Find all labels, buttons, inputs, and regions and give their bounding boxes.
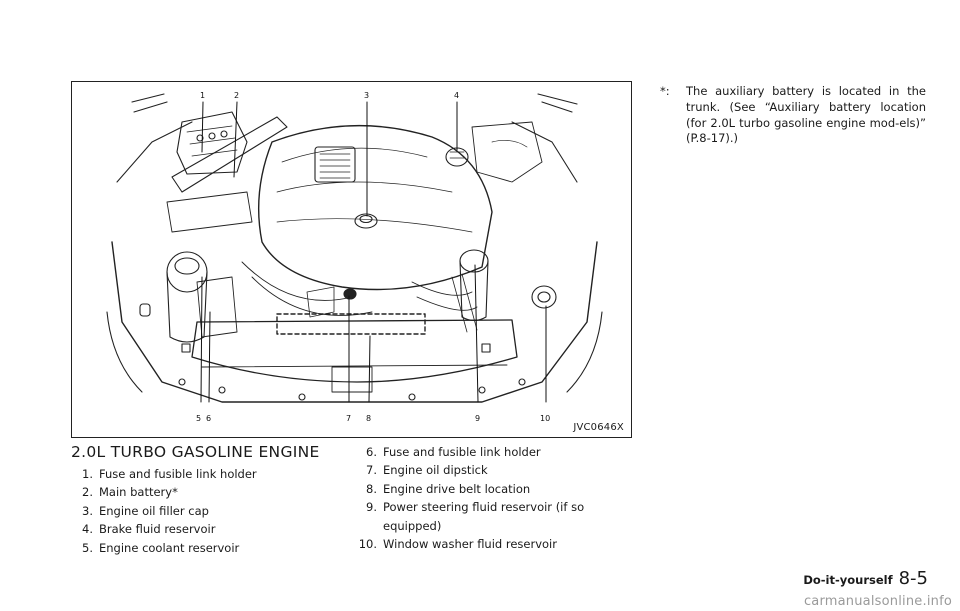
item-number: 4. bbox=[82, 522, 93, 537]
item-number: 6. bbox=[366, 445, 377, 459]
callout-8: 8 bbox=[366, 414, 371, 423]
callout-9: 9 bbox=[475, 414, 480, 423]
list-item: 6. Fuse and fusible link holder bbox=[351, 443, 584, 461]
callout-6: 6 bbox=[206, 414, 211, 423]
component-list-right: 6. Fuse and fusible link holder 7. Engine … bbox=[351, 443, 584, 553]
item-number: 9. bbox=[366, 500, 377, 515]
callout-4: 4 bbox=[454, 91, 459, 100]
item-text-continued: equipped) bbox=[383, 518, 442, 533]
callout-2: 2 bbox=[234, 91, 239, 100]
footer-section-name: Do-it-yourself bbox=[803, 573, 893, 587]
callout-10: 10 bbox=[540, 414, 550, 423]
item-number: 10. bbox=[358, 537, 377, 552]
item-number: 3. bbox=[82, 503, 93, 518]
callout-labels: 1 2 3 4 5 6 7 8 9 10 bbox=[196, 91, 550, 423]
footnote: *: The auxiliary battery is located in t… bbox=[660, 84, 926, 147]
figure-code: JVC0646X bbox=[573, 422, 624, 433]
callout-1: 1 bbox=[200, 91, 205, 100]
page-number: 8-5 bbox=[898, 568, 928, 589]
callout-3: 3 bbox=[364, 91, 369, 100]
list-item: 10. Window washer fluid reservoir bbox=[351, 535, 584, 553]
item-text: Fuse and fusible link holder bbox=[99, 467, 257, 481]
item-number: 1. bbox=[82, 467, 93, 481]
item-text: Engine oil filler cap bbox=[99, 503, 209, 518]
footnote-mark: *: bbox=[660, 84, 670, 98]
list-item: 8. Engine drive belt location bbox=[351, 480, 584, 498]
section-title: 2.0L TURBO GASOLINE ENGINE bbox=[71, 443, 320, 461]
item-text: Main battery* bbox=[99, 485, 178, 500]
item-number: 8. bbox=[366, 481, 377, 496]
item-text: Engine drive belt location bbox=[383, 481, 531, 496]
watermark: carmanualsonline.info bbox=[803, 594, 952, 609]
item-number: 7. bbox=[366, 463, 377, 478]
item-number: 2. bbox=[82, 485, 93, 500]
page-footer: Do-it-yourself 8-5 bbox=[803, 568, 928, 589]
list-item: 3. Engine oil filler cap bbox=[71, 502, 257, 520]
list-item: 2. Main battery* bbox=[71, 483, 257, 501]
list-item: 7. Engine oil dipstick bbox=[351, 461, 584, 479]
list-item: 1. Fuse and fusible link holder bbox=[71, 465, 257, 483]
callout-5: 5 bbox=[196, 414, 201, 423]
item-number: 5. bbox=[82, 540, 93, 555]
list-item: 9. Power steering fluid reservoir (if so e… bbox=[351, 498, 584, 535]
component-list-left: 1. Fuse and fusible link holder 2. Main ba… bbox=[71, 465, 257, 557]
item-text: Engine oil dipstick bbox=[383, 463, 488, 478]
callout-7: 7 bbox=[346, 414, 351, 423]
engine-compartment-figure: 1 2 3 4 5 6 7 8 9 10 JVC0646X bbox=[71, 81, 632, 438]
list-item: 5. Engine coolant reservoir bbox=[71, 539, 257, 557]
item-text: Power steering fluid reservoir (if so bbox=[383, 500, 585, 515]
item-text: Fuse and fusible link holder bbox=[383, 445, 541, 459]
footnote-text: The auxiliary battery is located in the … bbox=[686, 84, 926, 146]
item-text: Brake fluid reservoir bbox=[99, 522, 216, 537]
item-text: Window washer fluid reservoir bbox=[383, 537, 557, 552]
item-text: Engine coolant reservoir bbox=[99, 540, 240, 555]
list-item: 4. Brake fluid reservoir bbox=[71, 520, 257, 538]
engine-illustration bbox=[106, 93, 603, 403]
